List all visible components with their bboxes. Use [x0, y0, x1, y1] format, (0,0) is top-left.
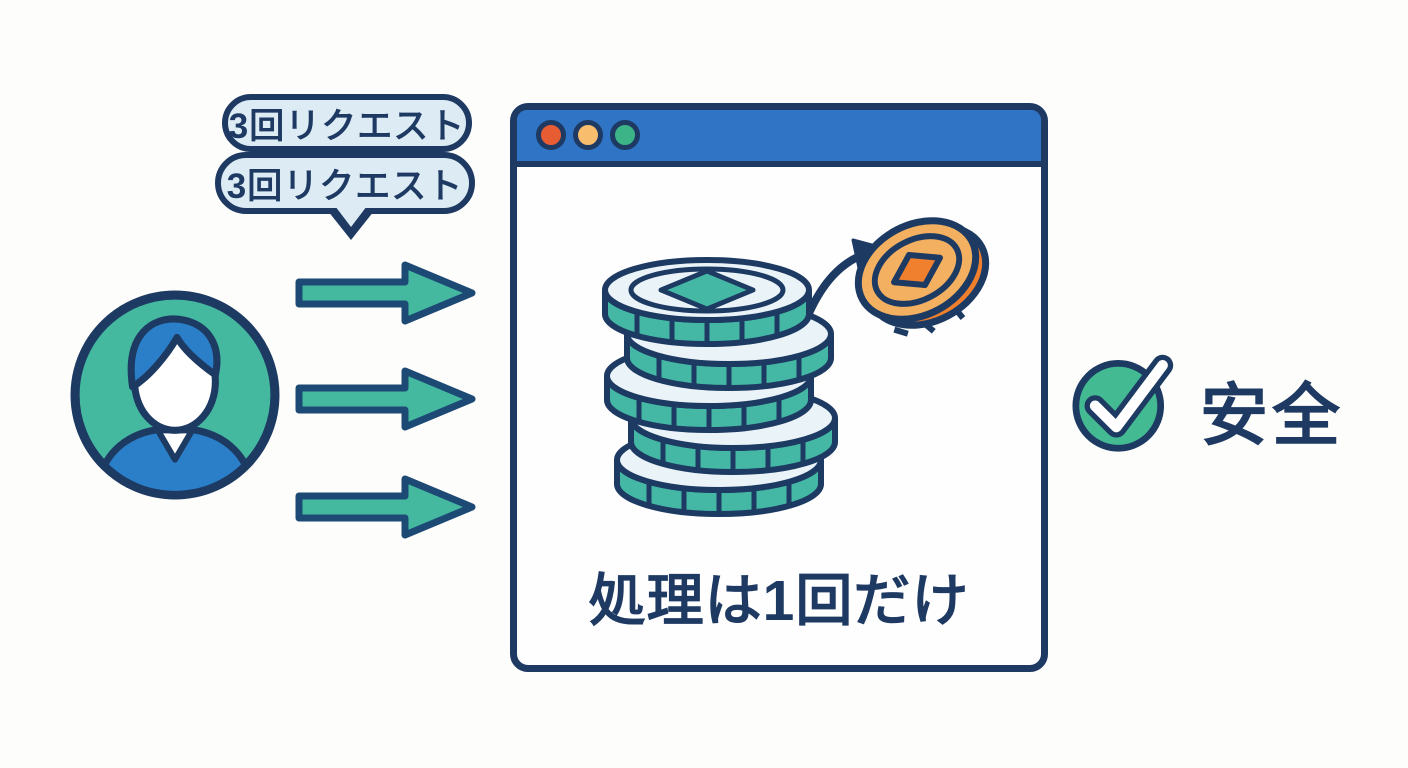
- request-arrow-icon-1: [295, 261, 476, 325]
- safe-label: 安全: [1200, 378, 1345, 454]
- request-arrow-icon-3: [295, 475, 476, 539]
- speech-bubble-tail-fill: [332, 202, 370, 227]
- check-circle-icon: [1072, 354, 1174, 452]
- user-avatar-icon: [70, 290, 280, 500]
- request-bubble-2-label: 3回リクエスト: [226, 166, 464, 206]
- top-coin: [602, 257, 812, 347]
- flying-coin-icon: [854, 217, 990, 337]
- request-arrow-icon-2: [295, 367, 476, 431]
- orange-dot-icon: [573, 120, 603, 150]
- green-dot-icon: [610, 120, 640, 150]
- window-titlebar: [517, 110, 1041, 167]
- server-window: 処理は1回だけ: [510, 103, 1048, 672]
- request-bubble-1: 3回リクエスト: [222, 94, 472, 152]
- red-dot-icon: [536, 120, 566, 150]
- request-bubble-1-label: 3回リクエスト: [228, 106, 466, 146]
- request-bubble-2: 3回リクエスト: [215, 152, 475, 214]
- window-caption: 処理は1回だけ: [588, 569, 970, 633]
- coin-stack-icon: [602, 217, 990, 517]
